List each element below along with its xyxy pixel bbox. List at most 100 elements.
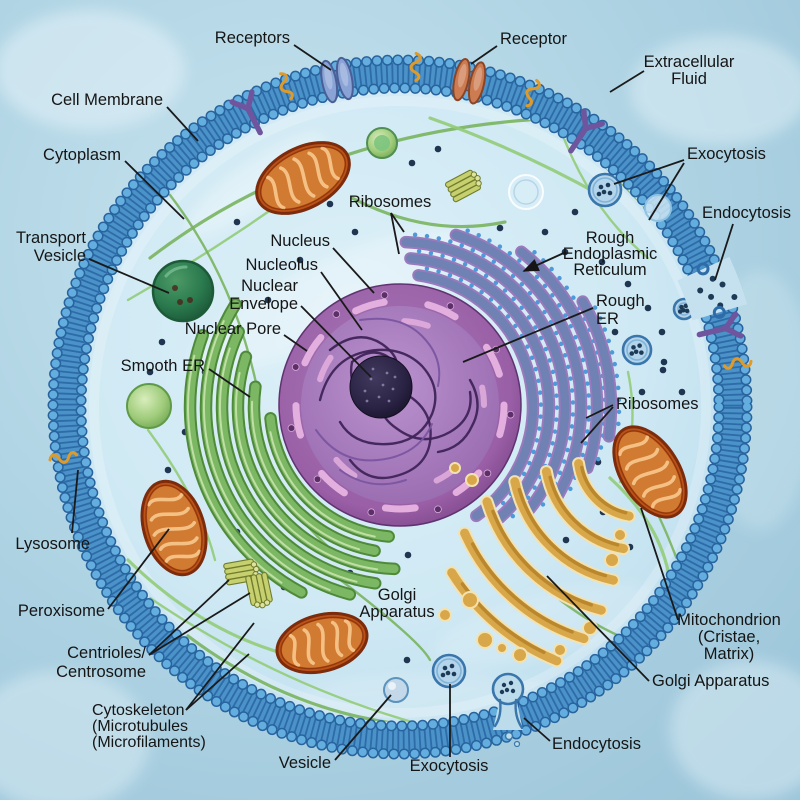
nuclear-pore-dot xyxy=(332,310,341,318)
label-endocytosis-right: Endocytosis xyxy=(702,204,791,281)
label-vesicle-bottom: Vesicle xyxy=(279,694,392,772)
leader-line-rough-endoplasmic-reticulum xyxy=(522,251,567,272)
leader-line-golgi-apparatus-right xyxy=(546,575,650,682)
nucleolus-speckle xyxy=(369,377,373,381)
label-smooth-er: Smooth ER xyxy=(121,357,251,398)
ribosome-dot xyxy=(351,228,359,236)
ribosome-dot xyxy=(571,208,579,216)
dotted-vesicle xyxy=(621,334,653,366)
leader-line-centrioles-centrosome xyxy=(148,579,230,656)
ribosome-dot xyxy=(296,256,304,264)
label-text-lysosome: Lysosome xyxy=(15,535,90,553)
leader-line-exocytosis-right xyxy=(613,159,685,185)
label-receptor: Receptor xyxy=(470,30,567,65)
ribosome-dot xyxy=(158,338,166,346)
label-cell-membrane: Cell Membrane xyxy=(51,91,199,142)
ribosome-dot xyxy=(678,388,686,396)
label-text-rough-endoplasmic-reticulum: Reticulum xyxy=(573,261,646,279)
leader-line-smooth-er xyxy=(208,368,251,398)
label-text-exocytosis-bottom: Exocytosis xyxy=(410,757,489,775)
ribosome-dot xyxy=(264,296,272,304)
golgi-vesicle xyxy=(582,620,598,636)
nuclear-pore-dot xyxy=(380,291,389,299)
leader-line-peroxisome xyxy=(107,528,170,610)
cell-membrane xyxy=(47,54,753,760)
ribosome-dot xyxy=(659,366,667,374)
labels: Receptors ReceptorExtracellularFluidCell … xyxy=(15,29,791,775)
er-ribosome-dots xyxy=(592,305,622,429)
label-text-smooth-er: Smooth ER xyxy=(121,357,205,375)
microfilament xyxy=(186,634,562,722)
label-exocytosis-right: Exocytosis xyxy=(613,145,766,221)
label-text-mitochondrion: Matrix) xyxy=(704,645,754,663)
label-cytoskeleton: Cytoskeleton(Microtubules(Microfilaments… xyxy=(92,622,255,751)
label-text-golgi-apparatus: Golgi xyxy=(378,586,417,604)
leader-line-centrioles-centrosome xyxy=(148,592,251,656)
endocytosis-gap xyxy=(677,256,748,321)
ribosome-dot xyxy=(408,159,416,167)
nucleolus-speckle xyxy=(385,371,389,375)
golgi-apparatus xyxy=(438,457,636,668)
ribosome-dot xyxy=(598,258,606,266)
ribosome-dot xyxy=(403,656,411,664)
nuclear-pore-dot xyxy=(287,424,296,432)
label-text-transport-vesicle: Transport xyxy=(16,229,86,247)
vesicle-highlight xyxy=(388,682,396,690)
exocytosis-fusion-bump xyxy=(644,194,672,222)
nuclear-pore-dot xyxy=(291,363,300,371)
label-exocytosis-bottom: Exocytosis xyxy=(410,684,489,775)
label-mitochondrion: Mitochondrion(Cristae,Matrix) xyxy=(640,507,781,663)
label-text-receptors: Receptors xyxy=(215,29,290,47)
golgi-vesicle xyxy=(438,608,452,622)
envelope-slots-inner xyxy=(313,318,487,492)
label-text-cytoskeleton: Cytoskeleton xyxy=(92,702,185,719)
golgi-vesicle xyxy=(461,591,479,609)
label-text-extracellular-fluid: Extracellular xyxy=(644,53,735,71)
label-text-vesicle-bottom: Vesicle xyxy=(279,754,331,772)
ribosome-dot xyxy=(562,536,570,544)
leader-line-ribosomes-right xyxy=(580,406,614,444)
label-ribosomes-top: Ribosomes xyxy=(349,193,432,255)
chromatin xyxy=(318,348,437,446)
chromatin xyxy=(436,378,479,454)
membrane-proteins xyxy=(48,51,753,464)
leader-line-cytoskeleton xyxy=(185,622,255,711)
ribosome-dot xyxy=(638,388,646,396)
nucleolus-speckle xyxy=(391,387,395,391)
label-cytoplasm: Cytoplasm xyxy=(43,146,185,220)
golgi-vesicle xyxy=(476,631,494,649)
receptor-y-protein xyxy=(229,89,263,136)
label-text-cytoskeleton: (Microtubules xyxy=(92,718,188,735)
label-text-ribosomes-top: Ribosomes xyxy=(349,193,432,211)
golgi-vesicle xyxy=(465,473,479,487)
golgi-vesicle xyxy=(496,642,508,654)
label-text-transport-vesicle: Vesicle xyxy=(34,247,86,265)
label-text-rough-er: Rough xyxy=(596,292,645,310)
glycoprotein-chain xyxy=(409,51,422,82)
leader-line-ribosomes-top xyxy=(390,212,405,233)
vesicles xyxy=(126,127,696,703)
golgi-vesicle xyxy=(512,647,528,663)
ribosome-dot xyxy=(404,551,412,559)
ribosome-dot xyxy=(164,466,172,474)
nucleolus-speckle xyxy=(371,367,375,371)
golgi-vesicle xyxy=(613,528,627,542)
smooth-er xyxy=(183,297,401,601)
microfilament xyxy=(428,116,602,197)
leader-line-cytoskeleton xyxy=(185,653,250,711)
microfilament xyxy=(148,596,477,722)
glycoprotein-chain xyxy=(48,451,79,464)
label-text-cell-membrane: Cell Membrane xyxy=(51,91,163,109)
glycoprotein-chain xyxy=(525,78,541,108)
label-text-nucleus: Nucleus xyxy=(270,232,330,250)
leader-line-nuclear-envelope xyxy=(300,305,372,378)
nucleolus-speckle xyxy=(387,399,391,403)
leader-line-mitochondrion xyxy=(640,507,679,621)
